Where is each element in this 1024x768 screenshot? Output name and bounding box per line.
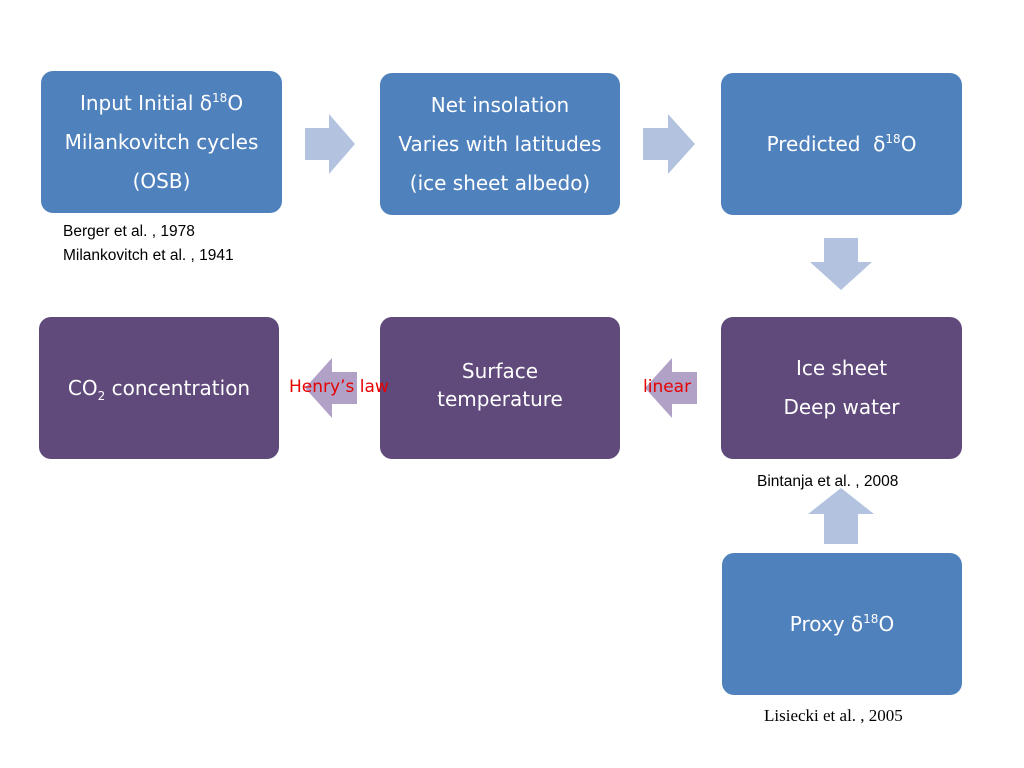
- up-arrow-shape: [808, 488, 874, 544]
- input-node-line2: Milankovitch cycles: [64, 129, 259, 154]
- co2-node: CO2 concentration: [39, 317, 279, 459]
- ice-sheet-line1: Ice sheet: [795, 356, 888, 380]
- net-insolation-line3: (ice sheet albedo): [409, 170, 591, 195]
- henrys-law-label: Henry’s law: [289, 377, 389, 397]
- surface-temperature-line2: temperature: [437, 387, 563, 411]
- arrow-predicted-to-icesheet: [810, 238, 872, 290]
- arrow-input-to-insolation: [305, 114, 355, 174]
- right-arrow-shape: [305, 114, 355, 174]
- arrow-insolation-to-predicted: [643, 114, 695, 174]
- predicted-label: Predicted δ18O: [766, 131, 917, 156]
- input-node-line3: (OSB): [132, 168, 191, 193]
- co2-label: CO2 concentration: [67, 375, 251, 403]
- arrow-proxy-to-icesheet: [808, 488, 874, 544]
- right-arrow-shape: [643, 114, 695, 174]
- left-arrow-shape: [645, 358, 697, 418]
- predicted-node: Predicted δ18O: [721, 73, 962, 215]
- surface-temperature-node: Surface temperature: [380, 317, 620, 459]
- reference-bintanja: Bintanja et al. , 2008: [757, 473, 899, 490]
- ice-sheet-line2: Deep water: [783, 395, 900, 419]
- proxy-node: Proxy δ18O: [722, 553, 962, 695]
- input-node: Input Initial δ18O Milankovitch cycles (…: [41, 71, 282, 213]
- reference-berger: Berger et al. , 1978: [63, 223, 195, 240]
- net-insolation-line1: Net insolation: [430, 92, 570, 117]
- surface-temperature-line1: Surface: [461, 359, 539, 383]
- linear-label: linear: [643, 377, 692, 397]
- input-node-line1: Input Initial δ18O: [79, 90, 244, 115]
- proxy-label: Proxy δ18O: [789, 611, 895, 636]
- net-insolation-node: Net insolation Varies with latitudes (ic…: [380, 73, 620, 215]
- net-insolation-line2: Varies with latitudes: [398, 131, 602, 156]
- left-arrow-shape: [305, 358, 357, 418]
- down-arrow-shape: [810, 238, 872, 290]
- arrow-icesheet-to-temperature: [645, 358, 697, 418]
- reference-lisiecki: Lisiecki et al. , 2005: [764, 706, 903, 725]
- reference-milankovitch: Milankovitch et al. , 1941: [63, 247, 234, 264]
- arrow-temperature-to-co2: [305, 358, 357, 418]
- ice-sheet-node: Ice sheet Deep water: [721, 317, 962, 459]
